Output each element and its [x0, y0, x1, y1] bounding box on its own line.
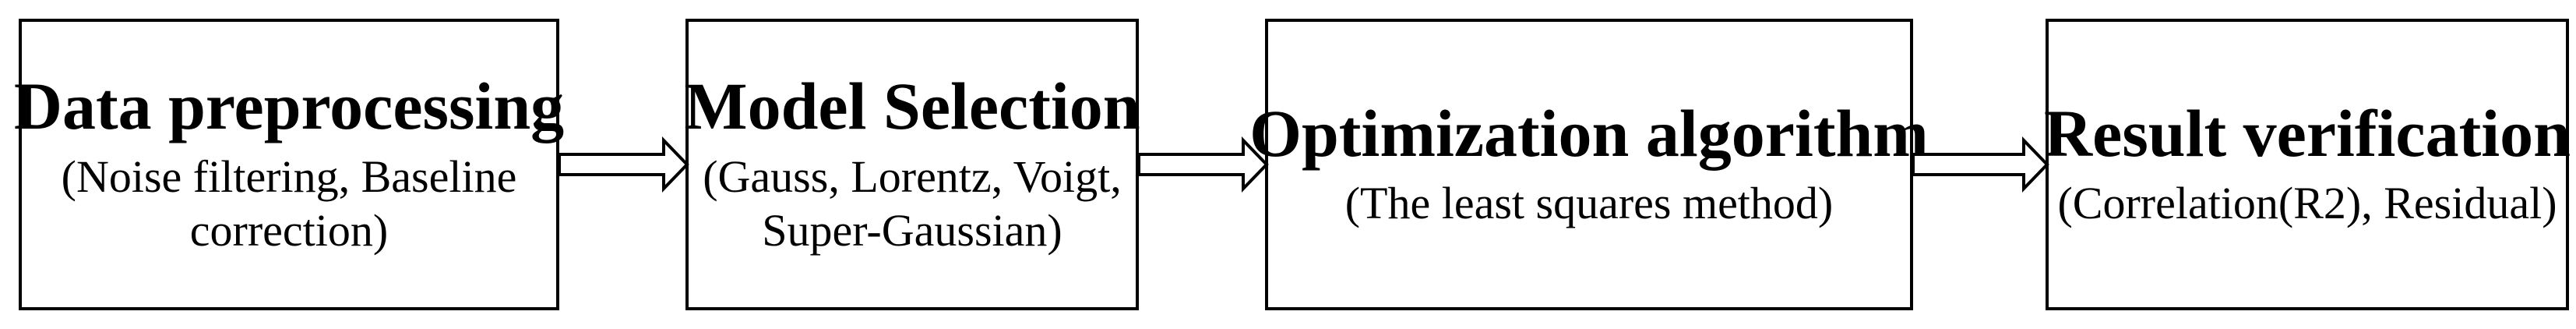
- step-title: Optimization algorithm: [1249, 96, 1929, 172]
- step-title: Model Selection: [684, 69, 1140, 144]
- step-title: Result verification: [2044, 96, 2571, 172]
- step-subtitle: (The least squares method): [1344, 178, 1834, 229]
- step-optimization-algorithm: Optimization algorithm (The least square…: [1249, 19, 1929, 310]
- step-subtitle: (Correlation(R2), Residual): [2057, 178, 2557, 229]
- arrow-right-icon: [1137, 136, 1269, 193]
- arrow-right-icon: [558, 136, 689, 193]
- step-data-preprocessing: Data preprocessing (Noise filtering, Bas…: [14, 19, 564, 310]
- step-title: Data preprocessing: [13, 69, 565, 144]
- step-subtitle: (Gauss, Lorentz, Voigt, Super-Gaussian): [703, 150, 1122, 256]
- step-subtitle: (Noise filtering, Baseline correction): [61, 150, 517, 256]
- step-result-verification: Result verification (Correlation(R2), Re…: [2044, 19, 2571, 310]
- step-model-selection: Model Selection (Gauss, Lorentz, Voigt, …: [684, 19, 1140, 310]
- arrow-right-icon: [1912, 136, 2049, 193]
